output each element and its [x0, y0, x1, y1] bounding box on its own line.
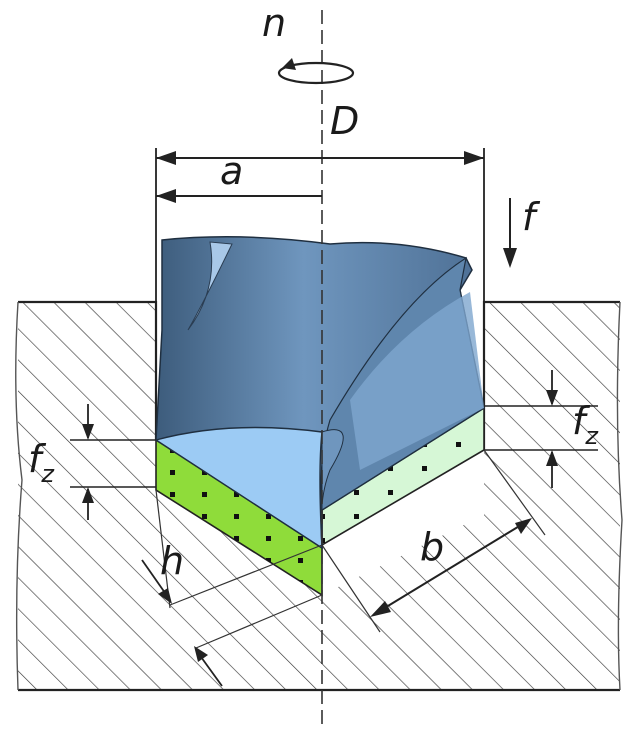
fz-right-arrowhead-bottom	[546, 450, 558, 466]
dimension-D-arrow-right	[464, 151, 484, 165]
b-ext-1	[483, 449, 546, 536]
label-D: D	[330, 99, 360, 143]
label-fz-right: fz	[572, 399, 598, 448]
h-arrowhead-upper	[158, 588, 172, 604]
b-ext-2	[321, 544, 381, 633]
workpiece-right-break	[616, 301, 623, 691]
chip-left-dots	[156, 440, 322, 595]
label-a: a	[220, 149, 244, 193]
label-h: h	[160, 539, 185, 583]
dimension-a-arrow	[156, 189, 176, 203]
dimension-D-arrow-left	[156, 151, 176, 165]
feed-arrow-head	[503, 248, 517, 268]
h-ext-3	[195, 594, 323, 649]
drill-tip-right	[320, 429, 344, 549]
h-ext-2	[169, 544, 323, 606]
fz-left-arrowhead-bottom	[82, 487, 94, 503]
label-n: n	[262, 1, 287, 45]
h-arrowhead-lower	[194, 646, 208, 662]
rotation-arrow-head	[282, 58, 296, 70]
workpiece-left-break	[15, 301, 23, 691]
label-b: b	[420, 525, 445, 569]
label-fz-right-sub: z	[585, 422, 598, 450]
rotation-arrow	[277, 61, 355, 85]
label-fz-left: fz	[28, 437, 54, 486]
fz-left-arrowhead-top	[82, 424, 94, 440]
label-f: f	[522, 195, 536, 239]
drill-flute-right-highlight	[350, 292, 484, 470]
fz-right-arrowhead-top	[546, 390, 558, 406]
label-fz-right-base: f	[572, 399, 586, 443]
b-arrowhead-1	[370, 601, 391, 617]
b-arrowhead-2	[515, 518, 532, 534]
drill-flute-left	[187, 241, 233, 331]
b-dimension-line	[377, 521, 527, 613]
chip-right-dots	[322, 408, 484, 545]
label-fz-left-base: f	[28, 437, 42, 481]
label-fz-left-sub: z	[41, 460, 54, 488]
